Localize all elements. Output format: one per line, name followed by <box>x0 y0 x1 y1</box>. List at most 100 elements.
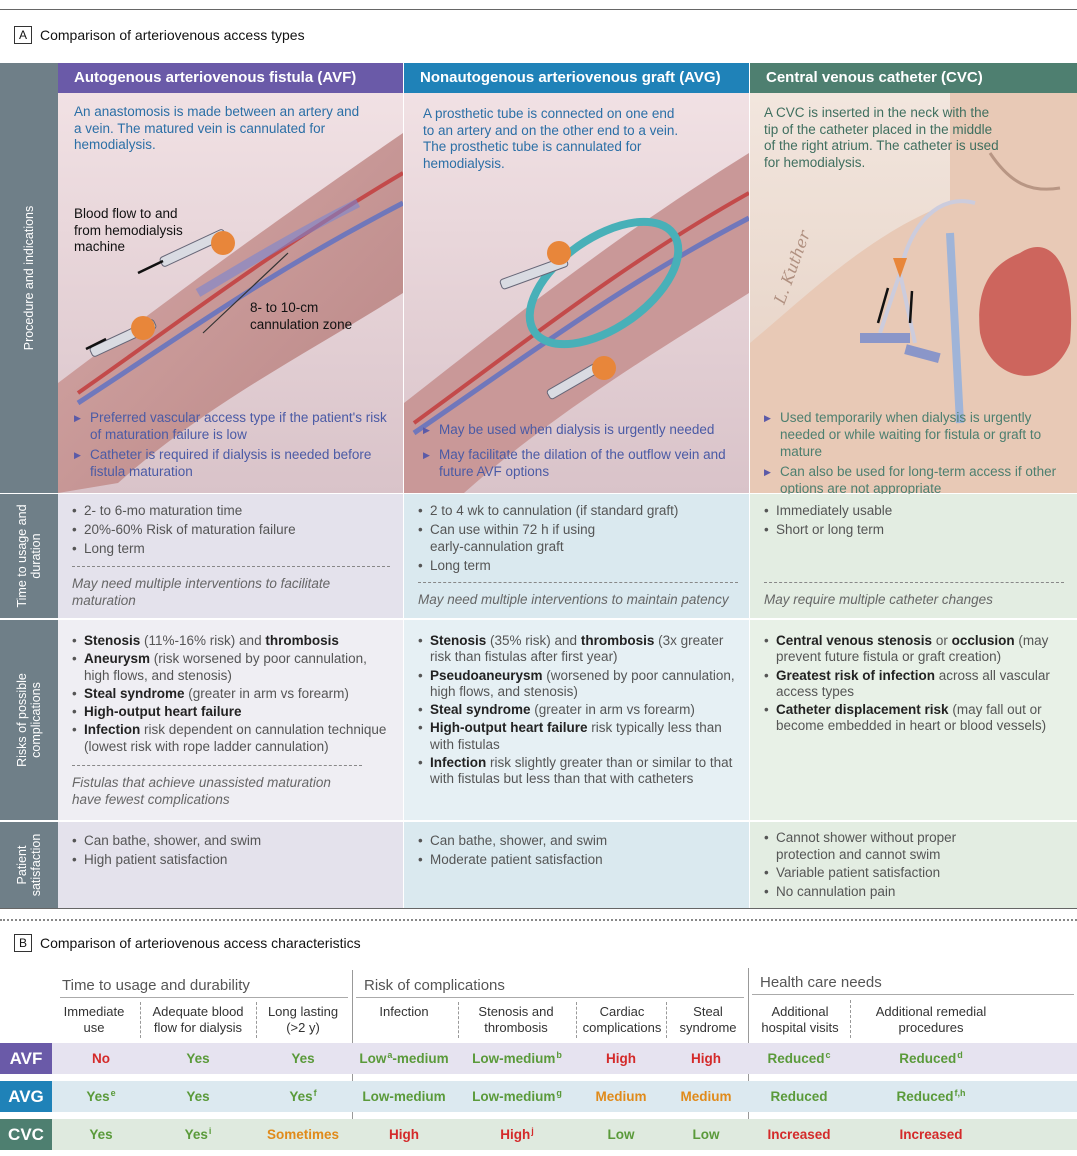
list-item: Variable patient satisfaction <box>764 865 994 882</box>
avg-indications: May be used when dialysis is urgently ne… <box>423 421 743 480</box>
avf-risk-note: Fistulas that achieve unassisted maturat… <box>72 765 362 808</box>
group-risk-complications: Risk of complications <box>364 977 505 994</box>
list-item: Infection risk dependent on cannulation … <box>72 722 392 755</box>
table-cell: Medium <box>595 1089 647 1104</box>
list-item: Can bathe, shower, and swim <box>72 832 392 849</box>
avf-indication-1: Preferred vascular access type if the pa… <box>74 409 394 443</box>
needle-bottom-icon <box>89 316 157 357</box>
table-cell: Increased <box>767 1127 831 1142</box>
col-immediate-use: Immediate use <box>63 1004 125 1035</box>
panel-a-letter: A <box>14 26 32 44</box>
table-cell: Increased <box>899 1127 963 1142</box>
list-item: Can use within 72 h if using early-cannu… <box>418 521 608 555</box>
cvc-risk-list: Central venous stenosis or occlusion (ma… <box>764 633 1074 735</box>
col-infection: Infection <box>379 1004 429 1019</box>
row-label-risks: Risks of possible complications <box>0 620 58 820</box>
avg-satisfaction-list: Can bathe, shower, and swim Moderate pat… <box>418 832 738 868</box>
col-remedial: Additional remedial procedures <box>875 1004 987 1035</box>
graft-needle-bottom-icon <box>546 356 616 400</box>
col-steal: Steal syndrome <box>679 1004 737 1035</box>
row-label-time: Time to usage and duration <box>0 494 58 618</box>
list-item: 20%-60% Risk of maturation failure <box>72 521 392 538</box>
illustration-cvc <box>750 93 1077 493</box>
top-fragment <box>0 0 1077 10</box>
cvc-column-header: Central venous catheter (CVC) <box>750 63 1077 93</box>
avf-time-note: May need multiple interventions to facil… <box>72 566 390 609</box>
list-item: High patient satisfaction <box>72 851 392 868</box>
avf-flow-label: Blood flow to and from hemodialysis mach… <box>74 206 183 254</box>
cvc-indications: Used temporarily when dialysis is urgent… <box>764 409 1077 497</box>
avg-column-header: Nonautogenous arteriovenous graft (AVG) <box>404 63 749 93</box>
avf-time-list: 2- to 6-mo maturation time 20%-60% Risk … <box>72 502 392 557</box>
cvc-time-list: Immediately usable Short or long term <box>764 502 1064 538</box>
table-cell: Low <box>607 1127 635 1142</box>
table-cell: Reduced <box>770 1089 828 1104</box>
row-label: AVF <box>0 1043 52 1074</box>
row-label: AVG <box>0 1081 52 1112</box>
cvc-satisfaction-list: Cannot shower without proper protection … <box>764 830 994 900</box>
group-time-durability: Time to usage and durability <box>62 977 250 994</box>
list-item: Stenosis (11%-16% risk) and thrombosis <box>72 633 392 650</box>
list-item: High-output heart failure <box>72 704 392 721</box>
avg-time-note: May need multiple interventions to maint… <box>418 582 738 608</box>
list-item: Short or long term <box>764 521 1064 538</box>
avg-indication-2: May facilitate the dilation of the outfl… <box>423 446 743 480</box>
panel-a-header: A Comparison of arteriovenous access typ… <box>14 26 305 44</box>
table-cell: Sometimes <box>266 1127 340 1142</box>
panel-b-letter: B <box>14 934 32 952</box>
table-cell: Yes <box>186 1051 210 1066</box>
list-item: Moderate patient satisfaction <box>418 851 738 868</box>
cvc-indication-1: Used temporarily when dialysis is urgent… <box>764 409 1077 460</box>
table-cell: High <box>606 1051 636 1066</box>
avf-intro: An anastomosis is made between an artery… <box>74 104 360 152</box>
catheter-hub-icon <box>860 333 910 343</box>
list-item: Steal syndrome (greater in arm vs forear… <box>418 702 743 719</box>
table-cell: Yes <box>291 1051 315 1066</box>
col-adequate-flow: Adequate blood flow for dialysis <box>152 1004 244 1035</box>
panel-b-title: Comparison of arteriovenous access chara… <box>40 935 361 951</box>
table-cell: No <box>92 1051 110 1066</box>
cvc-indication-2: Can also be used for long-term access if… <box>764 463 1077 497</box>
col-hospital-visits: Additional hospital visits <box>761 1004 839 1035</box>
list-item: Catheter displacement risk (may fall out… <box>764 702 1074 735</box>
avf-column-header: Autogenous arteriovenous fistula (AVF) <box>58 63 403 93</box>
avg-intro: A prosthetic tube is connected on one en… <box>423 106 679 171</box>
cvc-intro: A CVC is inserted in the neck with the t… <box>764 105 999 170</box>
group-health-care-needs: Health care needs <box>760 974 882 991</box>
avf-zone-label: 8- to 10-cm cannulation zone <box>250 300 353 332</box>
avg-indication-1: May be used when dialysis is urgently ne… <box>423 421 743 439</box>
needle-top-icon <box>159 229 235 267</box>
heart-icon <box>979 247 1072 376</box>
avg-risk-list: Stenosis (35% risk) and thrombosis (3x g… <box>418 633 743 788</box>
table-cell: Medium <box>680 1089 732 1104</box>
col-stenosis: Stenosis and thrombosis <box>478 1004 554 1035</box>
list-item: 2 to 4 wk to cannulation (if standard gr… <box>418 502 738 519</box>
col-cardiac: Cardiac complications <box>582 1004 662 1035</box>
avf-risk-list: Stenosis (11%-16% risk) and thrombosis A… <box>72 633 392 755</box>
avf-indications: Preferred vascular access type if the pa… <box>74 409 394 480</box>
table-cell: Low-medium <box>362 1089 446 1104</box>
row-label: CVC <box>0 1119 52 1150</box>
avf-indication-2: Catheter is required if dialysis is need… <box>74 446 394 480</box>
cvc-time-note: May require multiple catheter changes <box>764 582 1064 608</box>
list-item: Long term <box>72 540 392 557</box>
graft-needle-top-icon <box>499 241 571 290</box>
list-item: Aneurysm (risk worsened by poor cannulat… <box>72 651 392 684</box>
table-cell: Low <box>692 1127 720 1142</box>
table-cell: Yes <box>89 1127 113 1142</box>
col-long-lasting: Long lasting (>2 y) <box>267 1004 339 1035</box>
avg-time-list: 2 to 4 wk to cannulation (if standard gr… <box>418 502 738 574</box>
panel-a-title: Comparison of arteriovenous access types <box>40 27 305 43</box>
avf-satisfaction-list: Can bathe, shower, and swim High patient… <box>72 832 392 868</box>
